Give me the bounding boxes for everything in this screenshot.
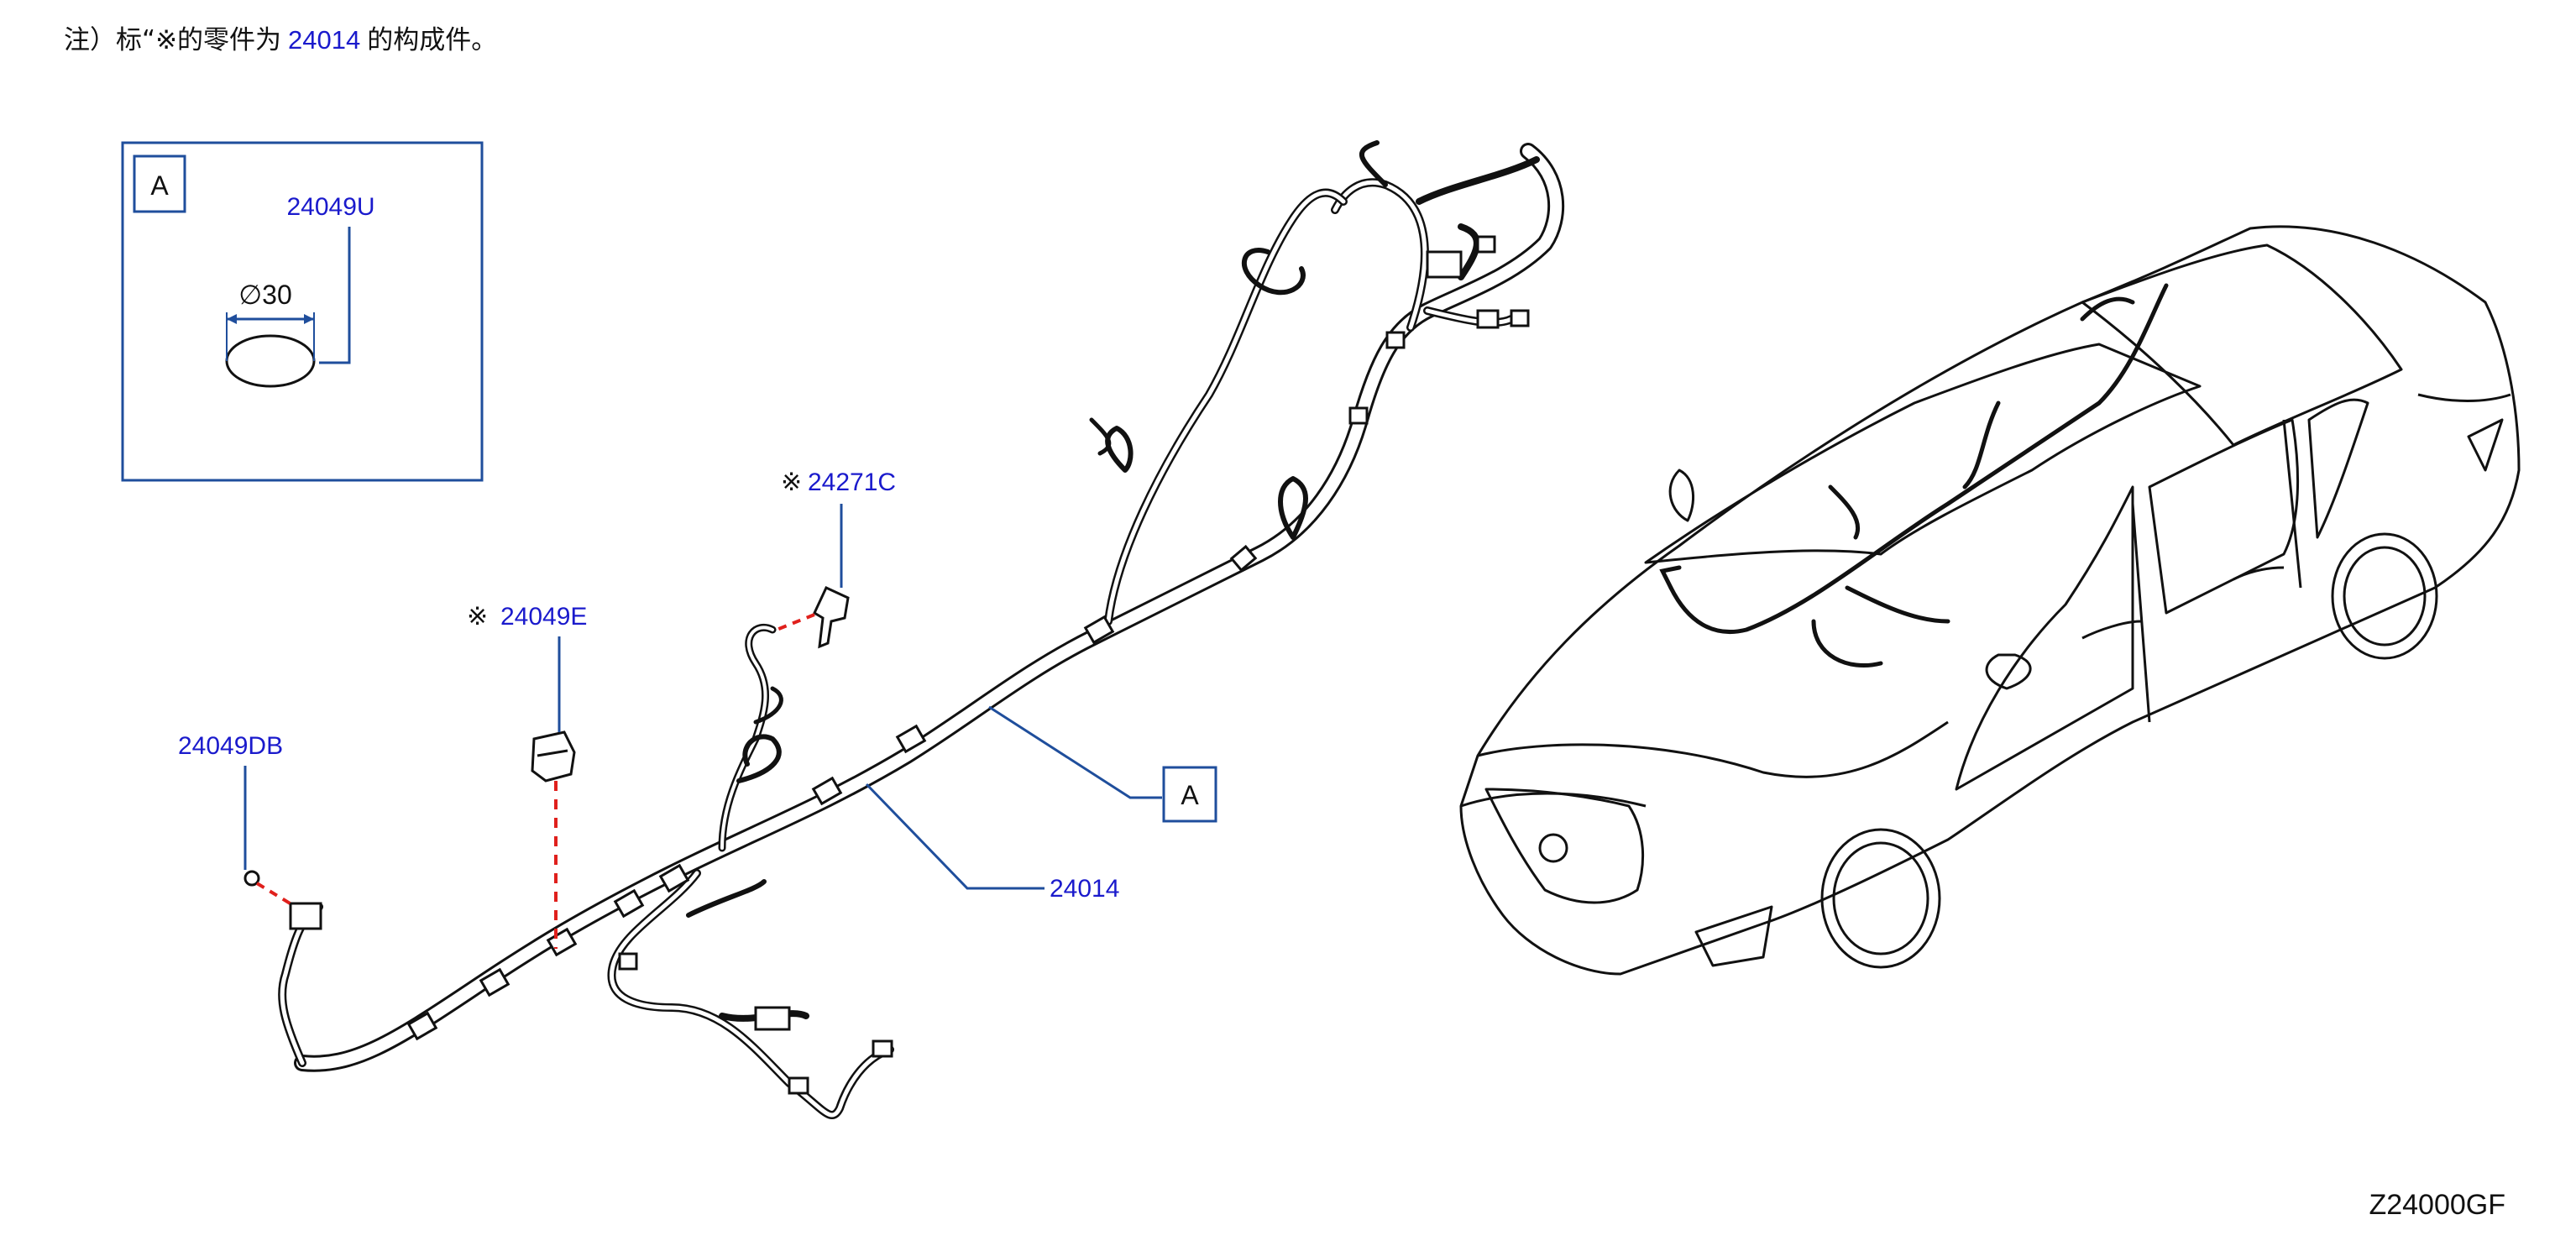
note-prefix: 注）标“	[64, 25, 156, 55]
note-suffix: 的构成件。	[367, 25, 498, 55]
clip-24049db	[243, 870, 297, 908]
detail-box-a: A 24049U ∅30	[121, 141, 484, 482]
label-24014: 24014	[1050, 875, 1119, 903]
leader-24049u	[319, 227, 351, 364]
grommet-24049u	[225, 334, 316, 388]
detail-box-tag: A	[150, 170, 169, 201]
ref-a-frame	[1162, 766, 1217, 823]
label-24049db: 24049DB	[178, 732, 283, 760]
leader-24014	[865, 783, 1045, 890]
note-mark: ※	[155, 25, 178, 55]
diagram-code: Z24000GF	[2369, 1189, 2505, 1221]
label-mark-24271c: ※	[781, 469, 802, 496]
label-24049u: 24049U	[286, 193, 374, 221]
grommet-24049e	[531, 730, 576, 949]
leader-ref-a	[988, 705, 1162, 799]
vehicle-illustration	[1459, 225, 2521, 976]
label-24049e: 24049E	[500, 603, 587, 631]
harness-clips	[289, 235, 1530, 1095]
label-24271c: 24271C	[808, 469, 896, 496]
dashed-line-24049db	[255, 882, 297, 908]
label-mark-24049e: ※	[467, 603, 488, 631]
ref-a-tag: A	[1181, 780, 1199, 810]
note-part-number: 24014	[288, 25, 361, 55]
bracket-24271c	[772, 586, 850, 649]
dimension-label: ∅30	[238, 280, 291, 310]
detail-box-tag-frame	[133, 154, 186, 213]
vehicle-harness	[1659, 283, 2169, 668]
note-middle: 的零件为	[177, 25, 282, 55]
dashed-line-24271c	[772, 613, 815, 633]
